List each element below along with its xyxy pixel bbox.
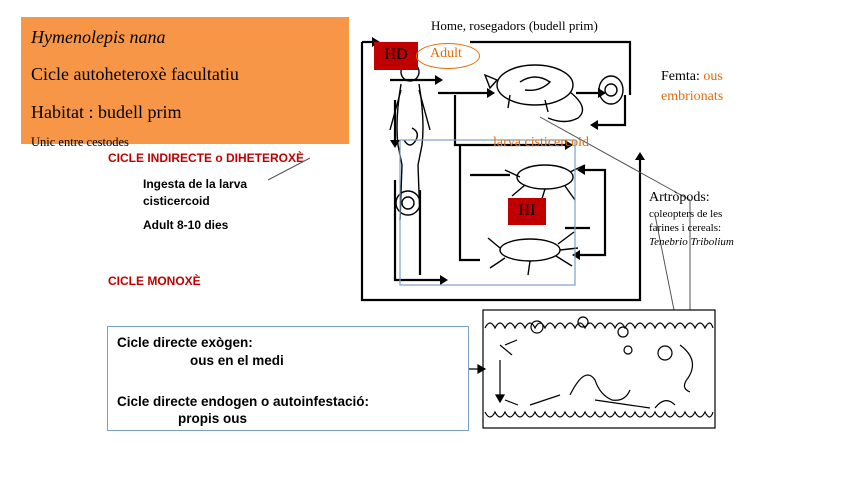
egg-rat — [599, 76, 623, 104]
arthropods-line2: farines i cereals: — [649, 222, 721, 234]
rat-figure — [485, 65, 583, 122]
insect-outline — [400, 140, 575, 285]
pointer-lines — [268, 117, 690, 318]
exogen-title: Cicle directe exògen: — [117, 335, 253, 350]
feces-eggs: ous — [703, 69, 722, 84]
arthropods-line1: coleopters de les — [649, 208, 722, 220]
hi-badge: HI — [508, 198, 546, 225]
larva-label: larva cisticercoid — [493, 135, 589, 151]
endogen-title: Cicle directe endogen o autoinfestació: — [117, 394, 369, 409]
direct-cycle-box: Cicle directe exògen: ous en el medi Cic… — [107, 326, 469, 431]
arthropods-species: Tenebrio Tribolium — [649, 236, 734, 248]
adult-label: Adult — [430, 46, 462, 62]
exogen-detail: ous en el medi — [190, 353, 284, 368]
feces-label-line: Femta: ous — [661, 69, 723, 85]
feces-eggs2: embrionats — [661, 89, 723, 105]
endogen-detail: propis ous — [178, 411, 247, 426]
feces-label: Femta: — [661, 69, 700, 84]
insect-lower — [488, 232, 578, 275]
arthropods-title: Artròpods: — [649, 190, 710, 206]
hd-badge: HD — [374, 42, 418, 70]
intestine-panel — [483, 310, 715, 428]
host-label: Home, rosegadors (budell prim) — [431, 18, 598, 34]
